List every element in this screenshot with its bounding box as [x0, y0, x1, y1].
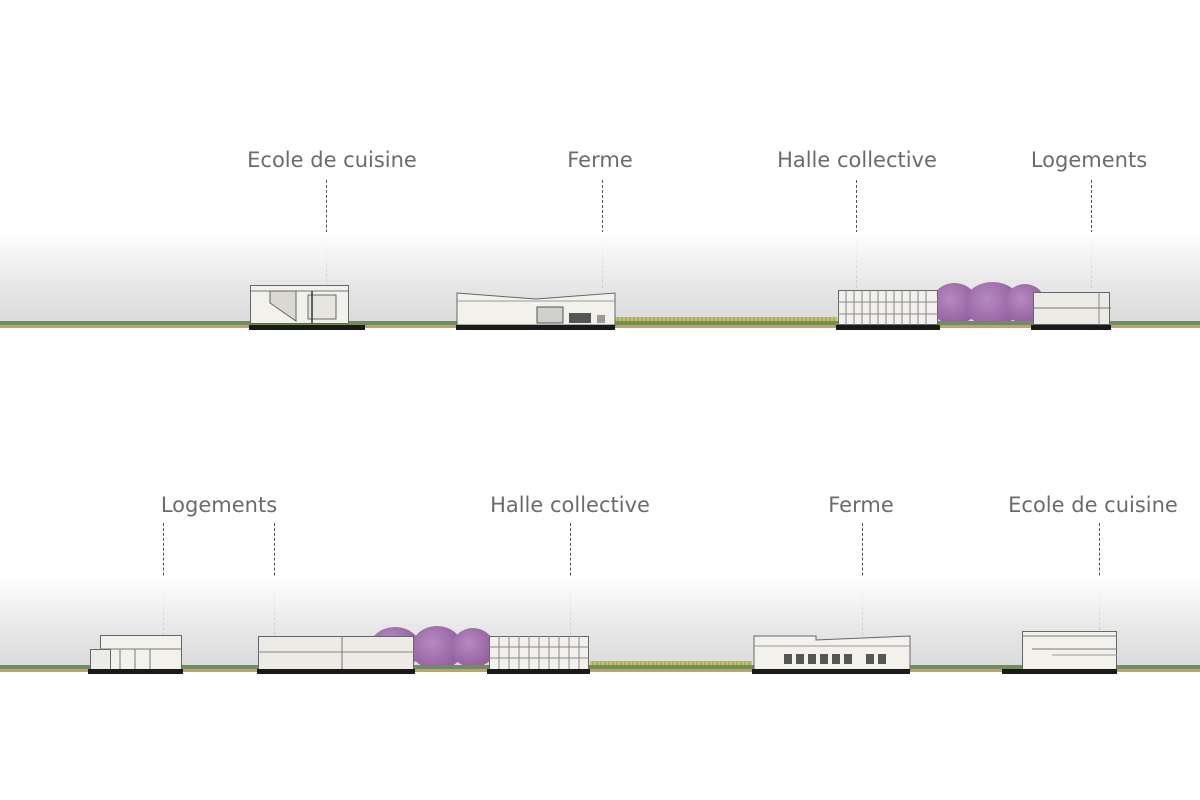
building-logements — [258, 636, 414, 670]
tree-canopy — [452, 628, 494, 666]
building-ecole-de-cuisine — [1022, 631, 1117, 670]
building-plinth — [257, 669, 415, 674]
building-plinth — [836, 325, 940, 330]
ground-soil — [0, 669, 1200, 672]
building-plinth — [752, 669, 910, 674]
label-logements-top: Logements — [1030, 148, 1148, 172]
label-ferme-bottom: Ferme — [828, 493, 894, 517]
ground-grass — [0, 665, 1200, 669]
building-plinth — [88, 669, 183, 674]
building-halle-collective — [489, 636, 589, 670]
building-ferme — [456, 292, 616, 326]
label-ferme-top: Ferme — [567, 148, 633, 172]
building-ecole-de-cuisine — [250, 285, 349, 324]
building-ferme — [753, 635, 911, 671]
building-plinth — [456, 325, 615, 330]
building-plinth — [1031, 325, 1111, 330]
building-halle-collective — [838, 290, 938, 325]
building-plinth — [487, 669, 590, 674]
label-halle-collective-top: Halle collective — [777, 148, 937, 172]
building-logements — [1033, 292, 1111, 325]
building-logements — [90, 635, 182, 670]
label-ecole-de-cuisine-top: Ecole de cuisine — [247, 148, 417, 172]
label-halle-collective-bottom: Halle collective — [490, 493, 650, 517]
label-ecole-de-cuisine-bottom: Ecole de cuisine — [1008, 493, 1178, 517]
building-plinth — [1002, 669, 1117, 674]
building-plinth — [249, 325, 365, 330]
fog-background — [0, 577, 1200, 667]
label-logements-bottom: Logements — [160, 493, 278, 517]
